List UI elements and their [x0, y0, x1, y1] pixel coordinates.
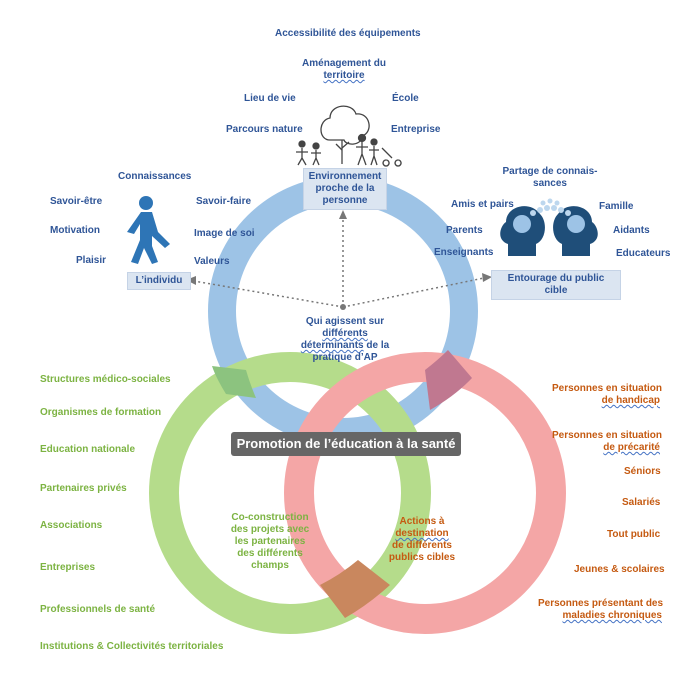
factor-entreprise-env: Entreprise [391, 124, 441, 135]
partner-professionnels: Professionnels de santé [40, 604, 156, 615]
factor-enseignants: Enseignants [434, 247, 494, 258]
arrow-to-individual [193, 280, 344, 308]
heads-sharing-icon [500, 198, 598, 256]
factor-image-de-soi: Image de soi [194, 228, 255, 239]
factor-partage-line1: Partage de connais- [502, 166, 598, 177]
partner-associations: Associations [40, 520, 103, 531]
co-construction-line1: Co-construction [231, 512, 309, 523]
factor-amenagement-line1: Aménagement du [302, 58, 386, 69]
factor-educateurs: Educateurs [616, 248, 671, 259]
public-salaries: Salariés [622, 497, 661, 508]
public-maladies: Personnes présentant des maladies chroni… [538, 598, 664, 622]
factor-plaisir: Plaisir [76, 255, 107, 266]
public-handicap: Personnes en situation de handicap [552, 383, 663, 407]
partner-structures: Structures médico-sociales [40, 374, 171, 385]
determinants-line3b: de la [363, 340, 390, 351]
factor-connaissances: Connaissances [118, 171, 192, 182]
factor-parcours-nature: Parcours nature [226, 124, 303, 135]
determinants-text: Qui agissent sur différents déterminants… [290, 316, 400, 364]
determinants-line3a: déterminants [300, 340, 364, 351]
public-seniors: Séniors [624, 466, 661, 477]
partner-entreprises: Entreprises [40, 562, 96, 573]
factor-aidants: Aidants [613, 225, 650, 236]
environment-box: Environnement proche de la personne [303, 168, 387, 210]
public-jeunes: Jeunes & scolaires [574, 564, 665, 575]
partner-prives: Partenaires privés [40, 483, 127, 494]
public-handicap-line1: Personnes en situation [552, 383, 663, 394]
factor-motivation: Motivation [50, 225, 100, 236]
determinants-line4: pratique d’AP [312, 352, 378, 363]
blue-green-overlap [212, 366, 256, 398]
environment-box-line2: proche de la [315, 183, 375, 194]
environment-box-line1: Environnement [308, 171, 382, 182]
public-precarite: Personnes en situation de précarité [552, 430, 663, 454]
factor-amenagement: Aménagement du territoire [302, 58, 386, 82]
walking-person-icon [127, 196, 170, 264]
arrow-to-entourage [342, 277, 485, 308]
green-ring [149, 352, 431, 634]
determinants-line2: différents [322, 328, 368, 339]
factor-partage: Partage de connais- sances [500, 166, 600, 190]
partner-education: Education nationale [40, 444, 136, 455]
factor-savoir-faire: Savoir-faire [196, 196, 252, 207]
co-construction-text: Co-construction des projets avec les par… [220, 512, 320, 572]
actions-text: Actions à destination de différents publ… [372, 516, 472, 564]
public-precarite-line1: Personnes en situation [552, 430, 663, 441]
public-maladies-line1: Personnes présentant des [538, 598, 664, 609]
co-construction-line5: champs [251, 560, 289, 571]
actions-line1: Actions à [399, 516, 445, 527]
actions-line4: publics cibles [388, 552, 456, 563]
individual-box: L’individu [127, 272, 191, 290]
co-construction-line2: des projets avec [230, 524, 310, 535]
factor-famille: Famille [599, 201, 634, 212]
green-red-overlap [320, 560, 390, 618]
public-tout-public: Tout public [607, 529, 661, 540]
factor-partage-line2: sances [533, 178, 567, 189]
public-handicap-line2: de handicap [601, 395, 660, 406]
entourage-box: Entourage du public cible [491, 270, 621, 300]
factor-amis-pairs: Amis et pairs [451, 199, 514, 210]
factor-accessibilite: Accessibilité des équipements [275, 28, 421, 39]
co-construction-line3: les partenaires [234, 536, 306, 547]
environment-box-line3: personne [322, 195, 368, 206]
public-maladies-line2: maladies chroniques [562, 610, 662, 621]
co-construction-line4: des différents [237, 548, 303, 559]
red-ring [284, 352, 566, 634]
factor-valeurs: Valeurs [194, 256, 230, 267]
family-tree-icon [296, 105, 402, 167]
factor-parents: Parents [446, 225, 483, 236]
determinants-line1: Qui agissent sur [305, 316, 385, 327]
public-precarite-line2: de précarité [603, 442, 660, 453]
blue-red-overlap [425, 350, 472, 410]
actions-line3: de différents [391, 540, 452, 551]
factor-ecole: École [392, 93, 419, 104]
factor-amenagement-line2: territoire [323, 70, 365, 81]
factor-lieu-de-vie: Lieu de vie [244, 93, 296, 104]
partner-institutions: Institutions & Collectivités territorial… [40, 641, 224, 652]
partner-organismes: Organismes de formation [40, 407, 162, 418]
actions-line2: destination [395, 528, 449, 539]
factor-savoir-etre: Savoir-être [50, 196, 103, 207]
main-title: Promotion de l’éducation à la santé [231, 432, 461, 456]
